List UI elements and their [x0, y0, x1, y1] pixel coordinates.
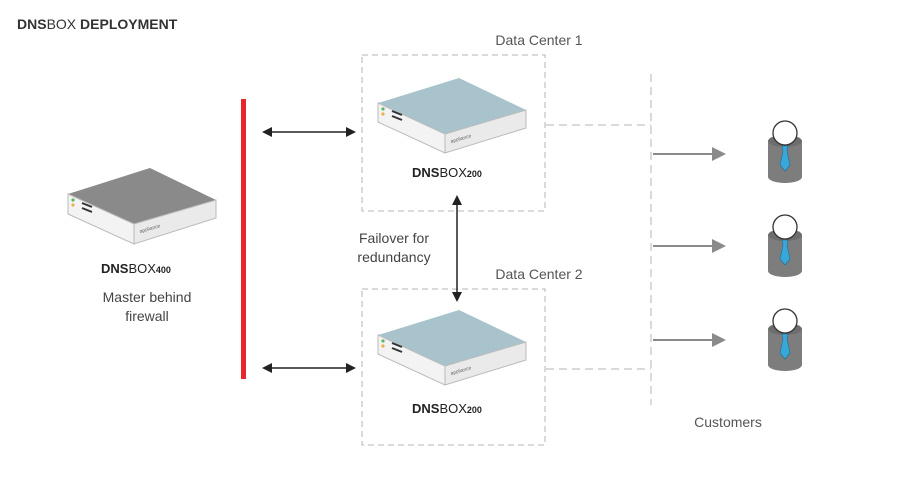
master-device-name: DNSBOX400 — [101, 261, 171, 276]
master-caption-line2: firewall — [125, 308, 169, 324]
failover-label-line1: Failover for — [359, 230, 429, 246]
data-center-1-device-name: DNSBOX200 — [412, 165, 482, 180]
data-center-2-device-logo: appliance — [450, 365, 472, 377]
firewall-bar — [241, 99, 246, 379]
master-caption-line1: Master behind — [103, 289, 192, 305]
data-center-2-label: Data Center 2 — [495, 266, 582, 282]
master-device: appliance — [67, 168, 217, 245]
data-center-1-device-logo: appliance — [450, 133, 472, 145]
user-with-tie-icon — [768, 120, 802, 183]
data-center-1-label: Data Center 1 — [495, 32, 582, 48]
data-center-2-device: appliance — [377, 310, 527, 386]
user-with-tie-icon — [768, 214, 802, 277]
user-with-tie-icon — [768, 308, 802, 371]
customers-label: Customers — [694, 414, 762, 430]
data-center-1-device: appliance — [377, 78, 527, 154]
failover-label-line2: redundancy — [357, 249, 430, 265]
diagram-title: DNSBOX DEPLOYMENT — [17, 16, 178, 32]
master-device-logo: appliance — [139, 223, 161, 235]
data-center-2-device-name: DNSBOX200 — [412, 401, 482, 416]
